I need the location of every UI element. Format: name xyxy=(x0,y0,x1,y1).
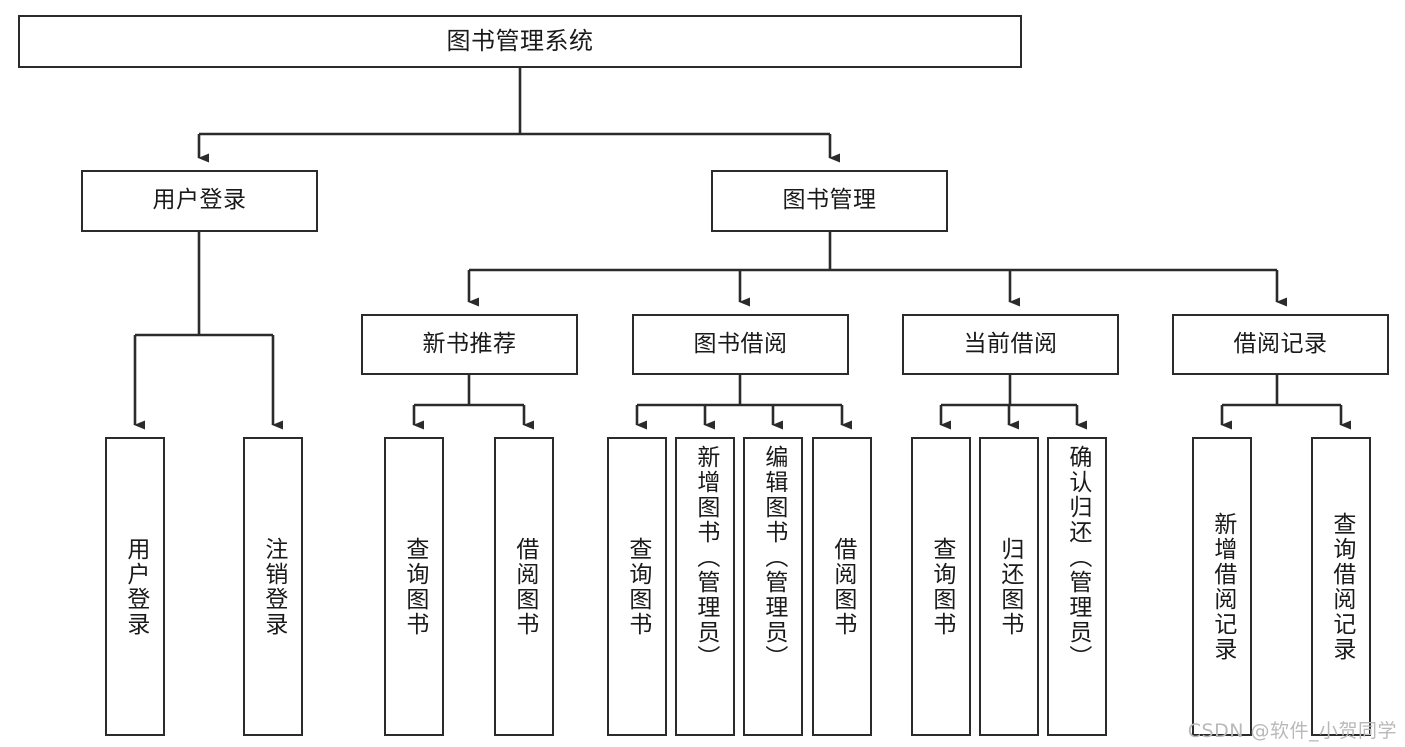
node-borrow-record[interactable]: 借阅记录 xyxy=(1172,314,1389,375)
node-label: 借阅图书 xyxy=(829,536,856,637)
node-label: 借阅记录 xyxy=(1233,330,1328,357)
node-label: 注销登录 xyxy=(260,536,287,637)
leaf-current-borrow-confirm-return[interactable]: 确认归还（管理员） xyxy=(1047,437,1107,736)
node-label: 图书管理 xyxy=(782,187,877,214)
leaf-user-login-signin[interactable]: 用户登录 xyxy=(105,437,165,736)
node-book-management[interactable]: 图书管理 xyxy=(711,170,948,232)
node-label: 编辑图书（管理员） xyxy=(760,445,787,670)
leaf-book-borrow-query[interactable]: 查询图书 xyxy=(607,437,667,736)
node-label: 当前借阅 xyxy=(963,330,1058,357)
leaf-current-borrow-return[interactable]: 归还图书 xyxy=(979,437,1039,736)
node-label: 用户登录 xyxy=(152,187,247,214)
node-label: 图书管理系统 xyxy=(446,27,594,56)
leaf-book-borrow-edit[interactable]: 编辑图书（管理员） xyxy=(743,437,803,736)
leaf-book-borrow-lend[interactable]: 借阅图书 xyxy=(812,437,872,736)
leaf-book-borrow-add[interactable]: 新增图书（管理员） xyxy=(675,437,735,736)
node-label: 确认归还（管理员） xyxy=(1064,445,1091,670)
node-label: 查询图书 xyxy=(401,536,428,637)
leaf-new-book-query[interactable]: 查询图书 xyxy=(384,437,444,736)
leaf-current-borrow-query[interactable]: 查询图书 xyxy=(911,437,971,736)
node-book-borrow[interactable]: 图书借阅 xyxy=(632,314,849,375)
node-new-book-recommend[interactable]: 新书推荐 xyxy=(361,314,578,375)
leaf-borrow-record-query[interactable]: 查询借阅记录 xyxy=(1311,437,1371,736)
leaf-user-login-signout[interactable]: 注销登录 xyxy=(243,437,303,736)
node-label: 借阅图书 xyxy=(511,536,538,637)
leaf-new-book-borrow[interactable]: 借阅图书 xyxy=(494,437,554,736)
node-root-system[interactable]: 图书管理系统 xyxy=(18,15,1022,68)
node-label: 新书推荐 xyxy=(422,330,517,357)
node-label: 用户登录 xyxy=(122,536,149,637)
node-label: 新增借阅记录 xyxy=(1209,511,1236,662)
node-label: 图书借阅 xyxy=(693,330,788,357)
leaf-borrow-record-add[interactable]: 新增借阅记录 xyxy=(1192,437,1252,736)
watermark-text: CSDN @软件_小贺同学 xyxy=(1187,720,1397,742)
node-current-borrow[interactable]: 当前借阅 xyxy=(902,314,1119,375)
node-label: 查询借阅记录 xyxy=(1328,511,1355,662)
node-label: 新增图书（管理员） xyxy=(692,445,719,670)
node-user-login[interactable]: 用户登录 xyxy=(81,170,318,232)
node-label: 查询图书 xyxy=(624,536,651,637)
node-label: 归还图书 xyxy=(996,536,1023,637)
node-label: 查询图书 xyxy=(928,536,955,637)
